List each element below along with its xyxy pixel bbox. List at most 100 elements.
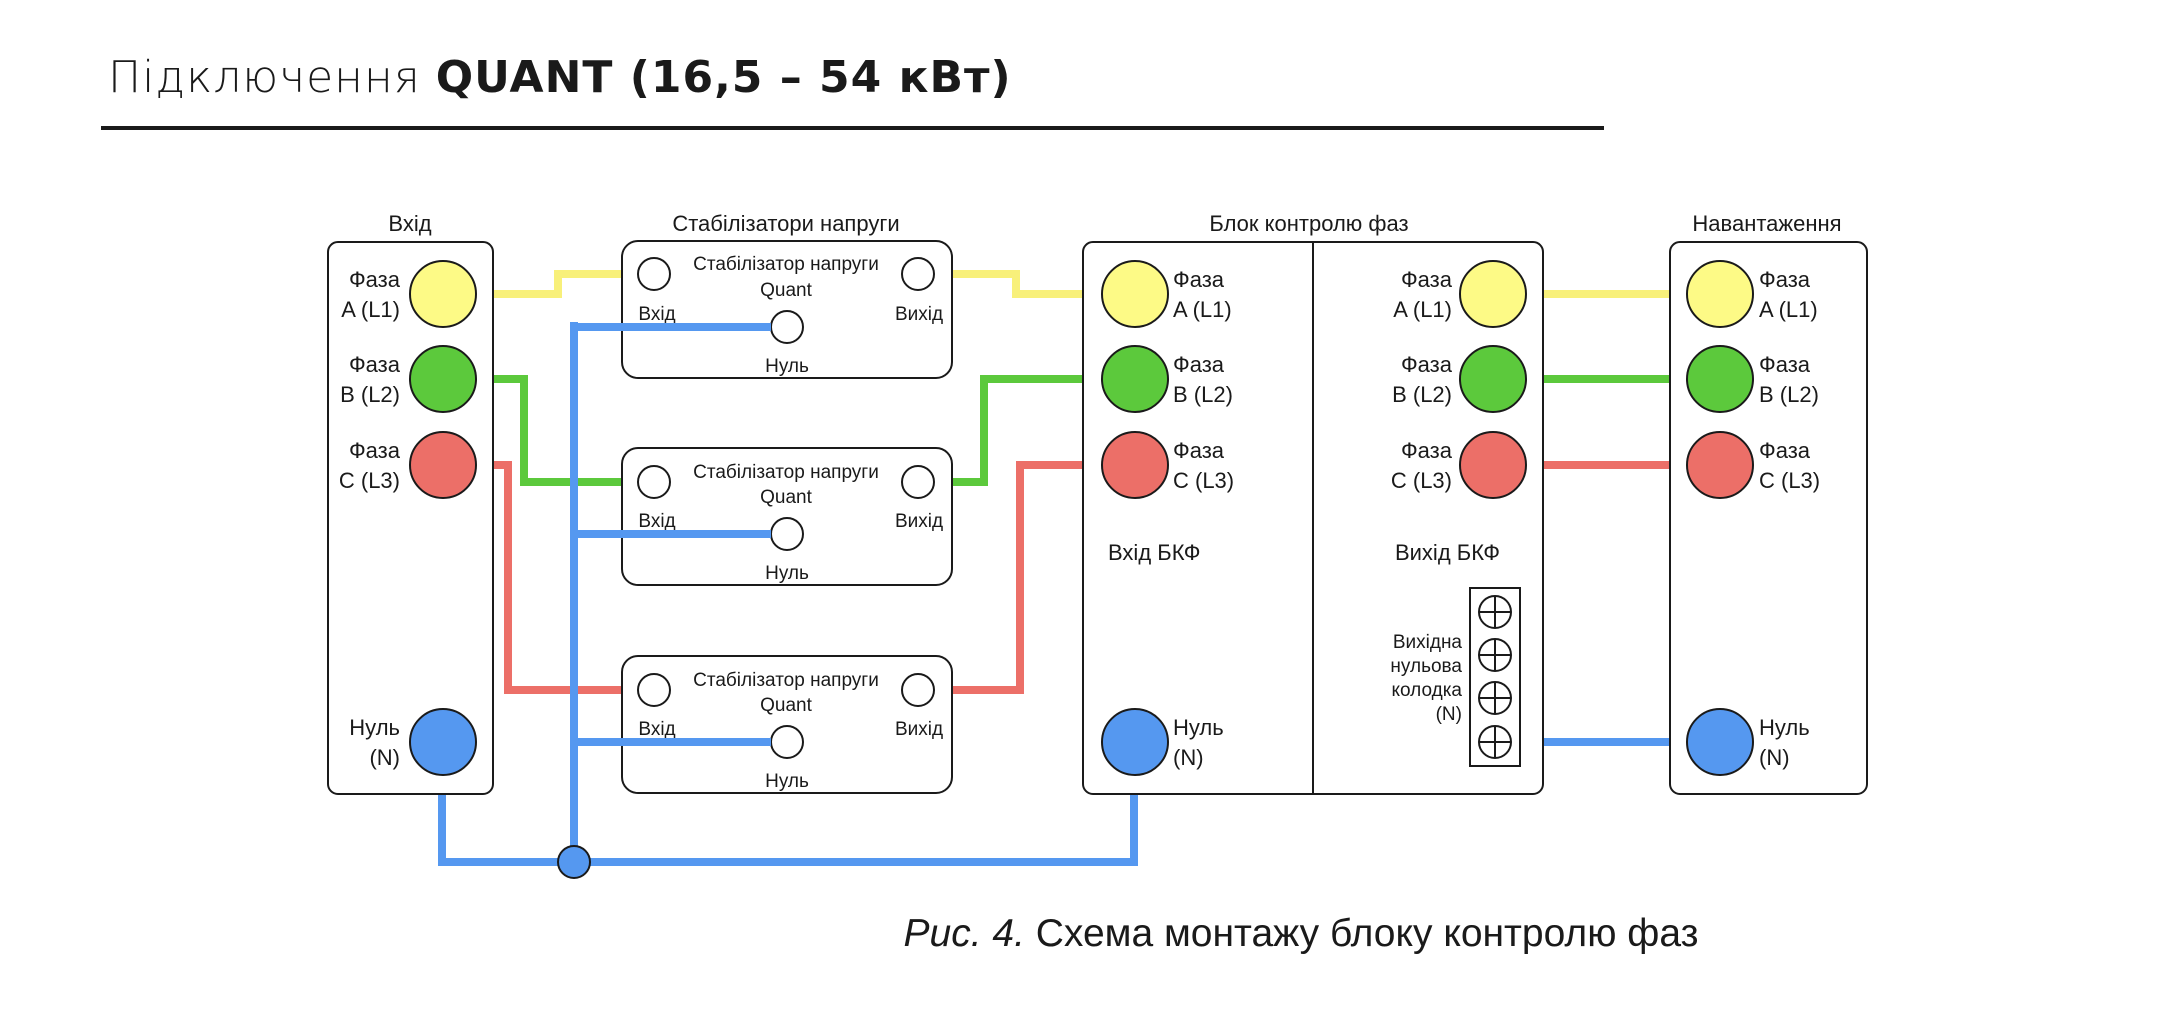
bkf-in-phase-c-terminal bbox=[1101, 431, 1169, 499]
figure-caption: Рис. 4. Схема монтажу блоку контролю фаз bbox=[0, 912, 2164, 956]
load-panel-box bbox=[1669, 241, 1868, 795]
input-phase-c-label-1: Фаза bbox=[349, 438, 401, 463]
bkf-out-phase-c-label-2: C (L3) bbox=[1391, 468, 1452, 493]
bkf-out-phase-c-terminal bbox=[1459, 431, 1527, 499]
stabilizers-heading: Стабілізатори напруги bbox=[672, 211, 899, 236]
input-phase-b-label-1: Фаза bbox=[349, 352, 401, 377]
load-phase-b-label-1: Фаза bbox=[1759, 352, 1811, 377]
input-phase-a-label-1: Фаза bbox=[349, 267, 401, 292]
stabilizer-3-neutral-label: Нуль bbox=[765, 771, 809, 792]
bkf-in-labels: Фаза A (L1) Фаза B (L2) Фаза C (L3) Нуль… bbox=[1108, 267, 1234, 770]
bkf-terminal-label-4: (N) bbox=[1436, 704, 1462, 725]
stabilizer-unit-1: Стабілізатор напруги Quant Вхід Вихід Ну… bbox=[621, 240, 953, 379]
input-phase-b-terminal bbox=[409, 345, 477, 413]
load-neutral-label-1: Нуль bbox=[1759, 715, 1810, 740]
wire-phase-a-stab1-to-bkf bbox=[934, 270, 1104, 298]
stabilizer-1-output-terminal bbox=[901, 257, 935, 291]
stabilizer-3-neutral-terminal bbox=[770, 725, 804, 759]
neutral-screw-2-icon bbox=[1478, 638, 1512, 672]
bkf-out-phase-c-label-1: Фаза bbox=[1401, 438, 1453, 463]
stabilizer-2-neutral-label: Нуль bbox=[765, 563, 809, 584]
bkf-in-phase-b-label-2: B (L2) bbox=[1173, 382, 1233, 407]
neutral-screw-4-icon bbox=[1478, 725, 1512, 759]
bkf-terminal-label-2: нульова bbox=[1390, 656, 1462, 677]
input-labels: Фаза A (L1) Фаза B (L2) Фаза C (L3) Нуль… bbox=[339, 267, 401, 770]
load-panel-heading: Навантаження bbox=[1692, 211, 1841, 236]
stabilizer-2-in-label: Вхід bbox=[638, 511, 675, 532]
stabilizers-group: Стабілізатори напруги Стабілізатор напру… bbox=[621, 211, 953, 794]
page-title: Підключення QUANT (16,5 – 54 кВт) bbox=[108, 52, 1012, 103]
wire-neutral-bus bbox=[438, 773, 1138, 866]
input-phase-c-label-2: C (L3) bbox=[339, 468, 400, 493]
bkf-out-phase-b-terminal bbox=[1459, 345, 1527, 413]
input-phase-a-label-2: A (L1) bbox=[341, 297, 400, 322]
bkf-terminal-label-1: Вихідна bbox=[1393, 632, 1463, 653]
bkf-in-phase-a-terminal bbox=[1101, 260, 1169, 328]
bkf-in-phase-b-terminal bbox=[1101, 345, 1169, 413]
stabilizer-1-title-1: Стабілізатор напруги bbox=[693, 254, 879, 275]
stabilizer-1-out-label: Вихід bbox=[895, 304, 943, 325]
stabilizer-3-out-label: Вихід bbox=[895, 719, 943, 740]
figure-caption-number: Рис. 4. bbox=[903, 912, 1025, 955]
bkf-out-label: Вихід БКФ bbox=[1395, 540, 1500, 565]
stabilizer-3-input-terminal bbox=[637, 673, 671, 707]
bkf-out-phase-a-label-1: Фаза bbox=[1401, 267, 1453, 292]
stabilizer-3-title-1: Стабілізатор напруги bbox=[693, 670, 879, 691]
stabilizer-3-title-2: Quant bbox=[760, 695, 812, 716]
input-phase-a-terminal bbox=[409, 260, 477, 328]
stabilizer-2-out-label: Вихід bbox=[895, 511, 943, 532]
neutral-junction-node bbox=[557, 845, 591, 879]
input-phase-b-label-2: B (L2) bbox=[340, 382, 400, 407]
wire-phase-c-stab3-to-bkf bbox=[934, 461, 1104, 694]
wire-phase-b-stab2-to-bkf bbox=[934, 375, 1104, 486]
load-phase-c-label-2: C (L3) bbox=[1759, 468, 1820, 493]
stabilizer-1-box bbox=[621, 240, 953, 379]
stabilizer-2-box bbox=[621, 447, 953, 586]
stabilizer-2-output-terminal bbox=[901, 465, 935, 499]
load-neutral-label-2: (N) bbox=[1759, 745, 1790, 770]
stabilizer-3-in-label: Вхід bbox=[638, 719, 675, 740]
bkf-panel: Блок контролю фаз Фаза A (L1) Фаза B (L2… bbox=[1082, 211, 1544, 795]
neutral-terminal-block bbox=[1469, 587, 1521, 767]
stabilizer-unit-3: Стабілізатор напруги Quant Вхід Вихід Ну… bbox=[621, 655, 953, 794]
bkf-in-phase-a-label-1: Фаза bbox=[1173, 267, 1225, 292]
input-neutral-terminal bbox=[409, 708, 477, 776]
input-neutral-label-1: Нуль bbox=[349, 715, 400, 740]
stabilizer-1-neutral-label: Нуль bbox=[765, 356, 809, 377]
wire-phase-a-input-to-stab1 bbox=[476, 270, 640, 298]
bkf-terminal-label-3: колодка bbox=[1391, 680, 1462, 701]
load-phase-c-label-1: Фаза bbox=[1759, 438, 1811, 463]
wire-phase-c-input-to-stab3 bbox=[476, 461, 640, 694]
bkf-in-neutral-label-2: (N) bbox=[1173, 745, 1204, 770]
stabilizer-1-neutral-terminal bbox=[770, 310, 804, 344]
bkf-in-neutral-label-1: Нуль bbox=[1173, 715, 1224, 740]
bkf-in-phase-b-label-1: Фаза bbox=[1173, 352, 1225, 377]
bkf-out-phase-a-terminal bbox=[1459, 260, 1527, 328]
stabilizer-2-neutral-terminal bbox=[770, 517, 804, 551]
bkf-in-neutral-terminal bbox=[1101, 708, 1169, 776]
page-title-prefix: Підключення bbox=[108, 52, 436, 103]
stabilizer-1-in-label: Вхід bbox=[638, 304, 675, 325]
bkf-out-labels: Фаза A (L1) Фаза B (L2) Фаза C (L3) Вихі… bbox=[1391, 267, 1500, 565]
bkf-out-phase-b-label-2: B (L2) bbox=[1392, 382, 1452, 407]
load-phase-c-terminal bbox=[1686, 431, 1754, 499]
load-neutral-terminal bbox=[1686, 708, 1754, 776]
input-neutral-label-2: (N) bbox=[369, 745, 400, 770]
stabilizer-1-title-2: Quant bbox=[760, 280, 812, 301]
load-phase-a-label-1: Фаза bbox=[1759, 267, 1811, 292]
load-phase-b-terminal bbox=[1686, 345, 1754, 413]
stabilizer-2-input-terminal bbox=[637, 465, 671, 499]
neutral-screw-3-icon bbox=[1478, 681, 1512, 715]
wire-phase-b-input-to-stab2 bbox=[476, 375, 640, 486]
load-phase-b-label-2: B (L2) bbox=[1759, 382, 1819, 407]
bkf-heading: Блок контролю фаз bbox=[1209, 211, 1408, 236]
neutral-screw-1-icon bbox=[1478, 595, 1512, 629]
neutral-overlay bbox=[570, 322, 771, 862]
load-labels: Фаза A (L1) Фаза B (L2) Фаза C (L3) Нуль… bbox=[1759, 267, 1820, 770]
bkf-out-phase-a-label-2: A (L1) bbox=[1393, 297, 1452, 322]
input-panel: Вхід Фаза A (L1) Фаза B (L2) Фаза C (L3)… bbox=[327, 211, 494, 795]
stabilizer-1-input-terminal bbox=[637, 257, 671, 291]
bkf-in-phase-c-label-2: C (L3) bbox=[1173, 468, 1234, 493]
bkf-in-label: Вхід БКФ bbox=[1108, 540, 1201, 565]
